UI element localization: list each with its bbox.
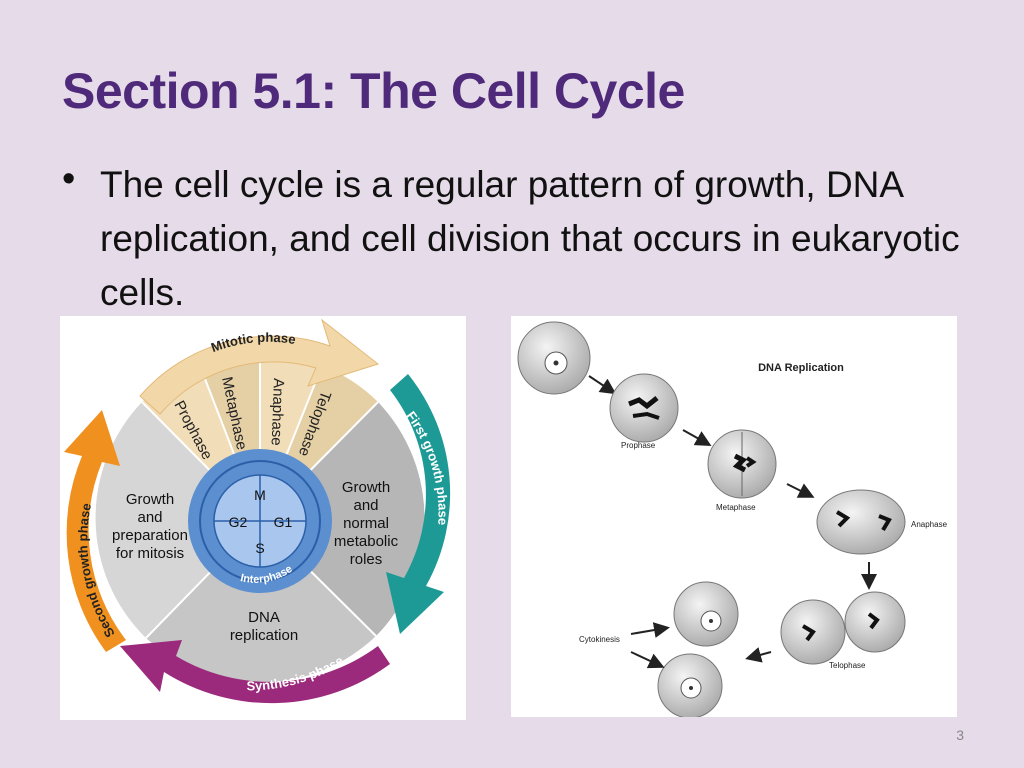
daughter-cell-bottom [657,653,723,719]
label-anaphase-stage: Anaphase [911,520,948,529]
telophase-cell [780,591,906,665]
sector-growth-normal [260,402,425,636]
bullet-marker: • [62,158,76,200]
sector-growth-prep [95,402,260,638]
label-anaphase: Anaphase [268,378,287,446]
page-number: 3 [956,727,964,743]
label-dna-rep-1: DNA [248,609,280,626]
daughter-cell-top [673,581,739,647]
cell-cycle-diagram: Mitotic phase First growth phase Second … [60,316,466,720]
label-growth-normal-4: metabolic [334,533,399,550]
label-growth-prep-3: preparation [112,527,188,544]
second-growth-arrow [64,410,126,652]
label-growth-normal-2: and [353,497,378,514]
label-metaphase-stage: Metaphase [716,503,756,512]
label-m: M [254,487,266,503]
label-dna-rep-2: replication [230,627,298,644]
label-growth-normal-5: roles [350,551,383,568]
mitosis-diagram: DNA Replication Prophase Metaphase [511,316,957,719]
first-growth-arrow [386,374,451,634]
label-growth-prep-2: and [137,509,162,526]
label-telophase-stage: Telophase [829,661,866,670]
bullet-point: • The cell cycle is a regular pattern of… [62,158,962,320]
prophase-cell [609,373,679,443]
label-g1: G1 [274,514,293,530]
synthesis-arrow [120,640,390,704]
label-growth-prep-4: for mitosis [116,545,184,562]
label-growth-normal-1: Growth [342,479,390,496]
label-growth-normal-3: normal [343,515,389,532]
metaphase-cell [707,429,777,499]
label-s: S [255,540,264,556]
mitotic-phase-arrow [139,318,380,415]
label-g2: G2 [229,514,248,530]
label-growth-prep-1: Growth [126,491,174,508]
label-prophase-stage: Prophase [621,441,656,450]
sector-dna-replication [146,521,376,683]
label-cytokinesis: Cytokinesis [579,635,620,644]
bullet-text: The cell cycle is a regular pattern of g… [100,164,960,313]
anaphase-cell [816,489,906,555]
interphase-cell [517,321,591,395]
mitosis-title: DNA Replication [758,362,844,374]
slide-title: Section 5.1: The Cell Cycle [62,63,685,119]
